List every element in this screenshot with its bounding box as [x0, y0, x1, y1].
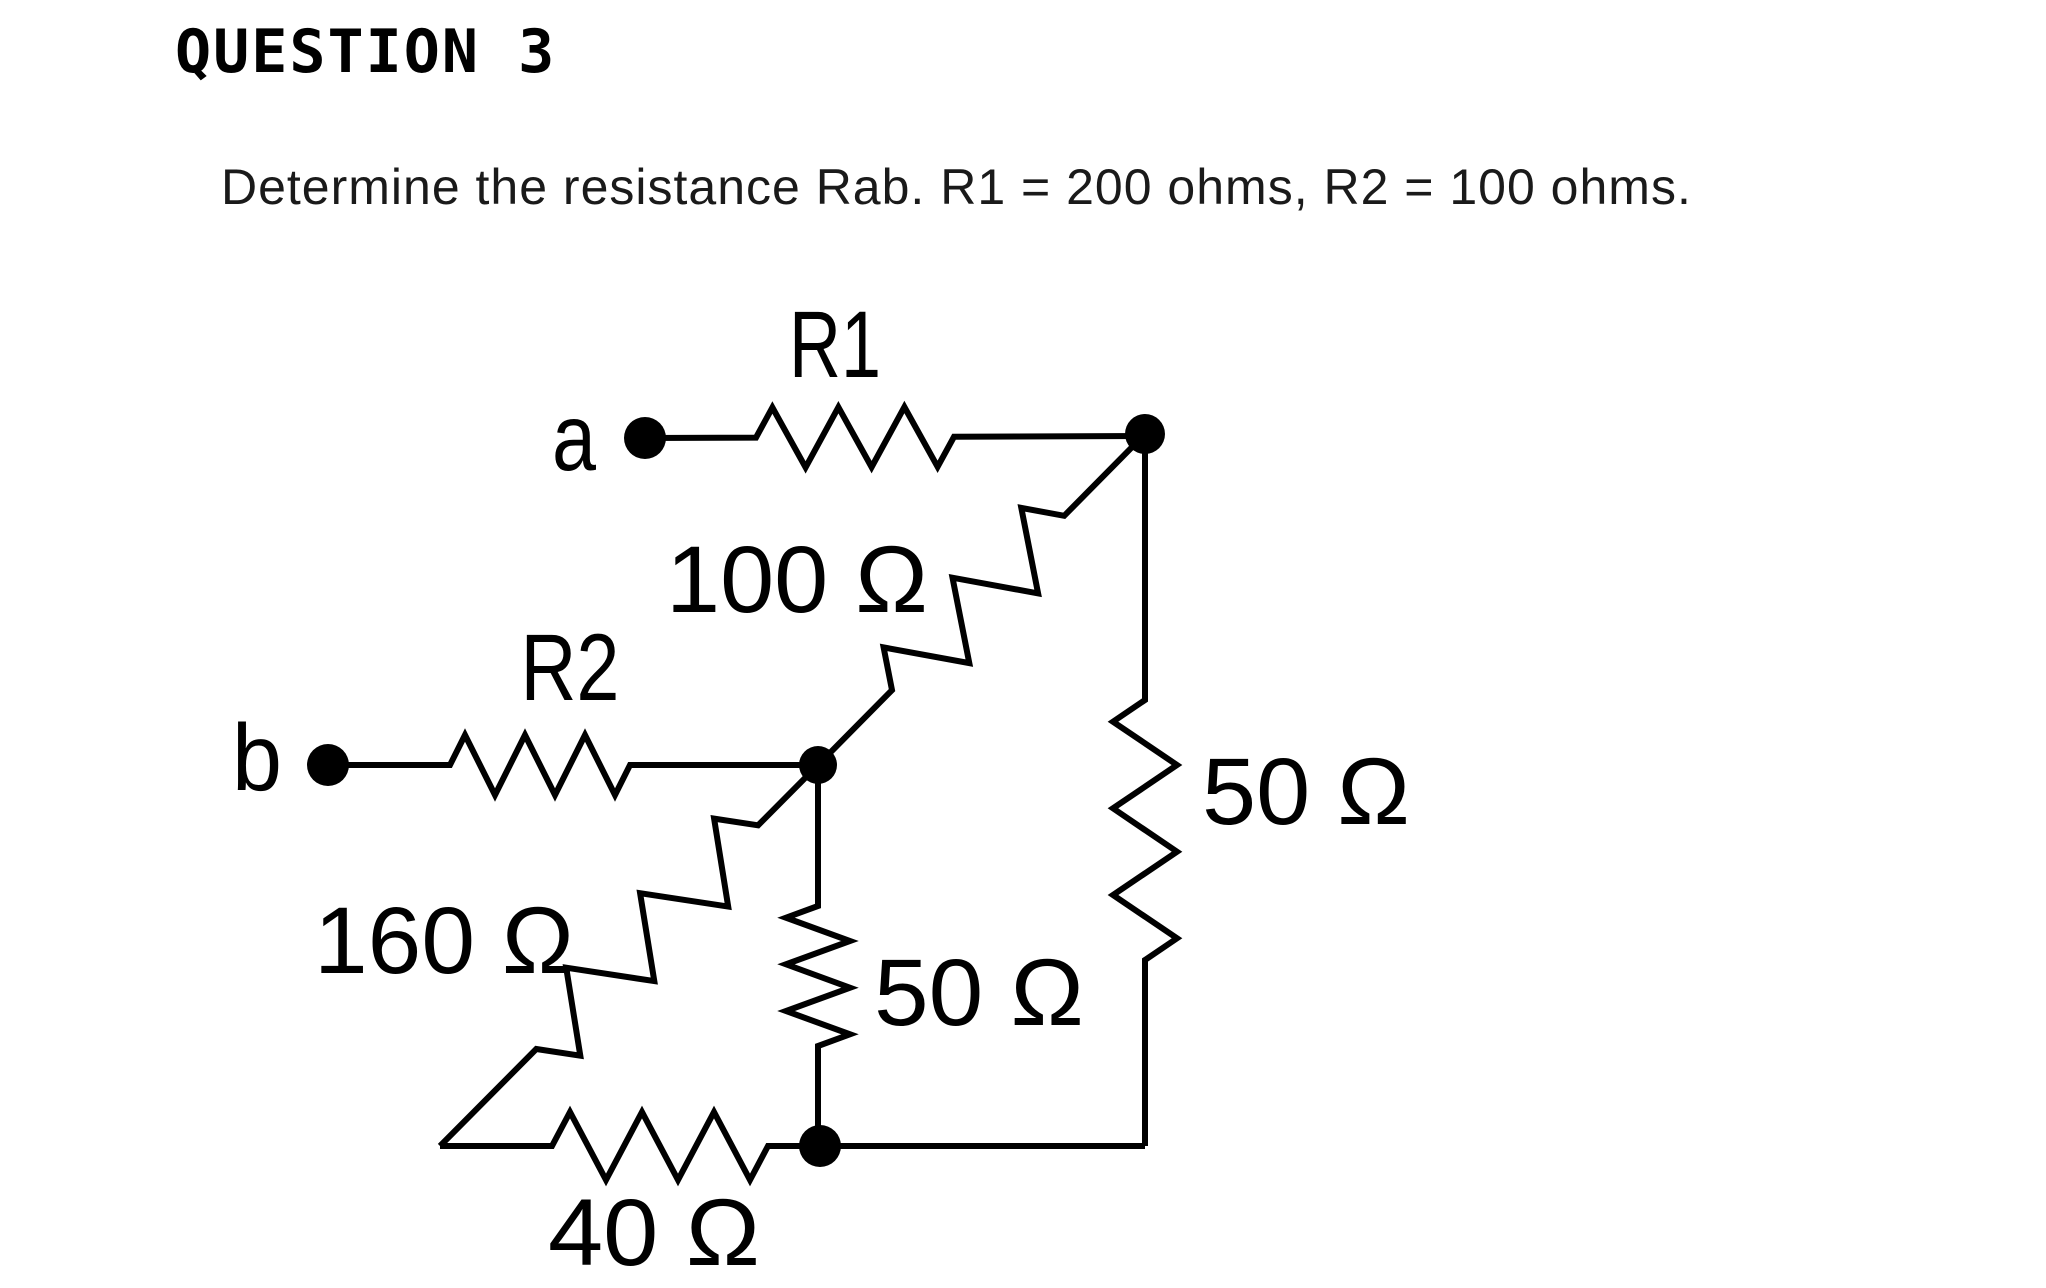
- label-160-ohm: 160 Ω: [314, 888, 574, 994]
- label-r2: R2: [521, 615, 620, 721]
- circuit-labels: a b R1 R2 100 Ω 160 Ω 50 Ω 50 Ω 40 Ω: [232, 292, 1410, 1286]
- circuit-conductors: [328, 400, 1183, 1187]
- label-terminal-b: b: [232, 705, 282, 811]
- resistor-r1-symbol: [644, 400, 1146, 474]
- label-100-ohm: 100 Ω: [666, 527, 928, 633]
- label-50-ohm-right: 50 Ω: [1202, 739, 1410, 845]
- junction-center: [799, 746, 837, 784]
- question-prompt: Determine the resistance Rab. R1 = 200 o…: [221, 159, 1692, 215]
- question-heading: QUESTION 3: [175, 17, 557, 87]
- resistor-160ohm-symbol: [437, 762, 821, 1149]
- junction-top-right: [1125, 414, 1165, 454]
- label-r1: R1: [789, 292, 881, 398]
- label-40-ohm: 40 Ω: [548, 1180, 760, 1286]
- resistor-40ohm-symbol: [440, 1105, 820, 1187]
- resistor-50ohm-right-symbol: [1107, 434, 1183, 1146]
- circuit-nodes: [307, 414, 1165, 1167]
- label-terminal-a: a: [552, 385, 596, 491]
- resistor-r2-symbol: [328, 728, 818, 802]
- resistor-100ohm-symbol: [815, 431, 1148, 768]
- terminal-b-dot: [307, 744, 349, 786]
- junction-bottom: [799, 1125, 841, 1167]
- terminal-a-dot: [624, 417, 666, 459]
- resistor-50ohm-middle-symbol: [777, 765, 859, 1146]
- label-50-ohm-middle: 50 Ω: [874, 940, 1084, 1046]
